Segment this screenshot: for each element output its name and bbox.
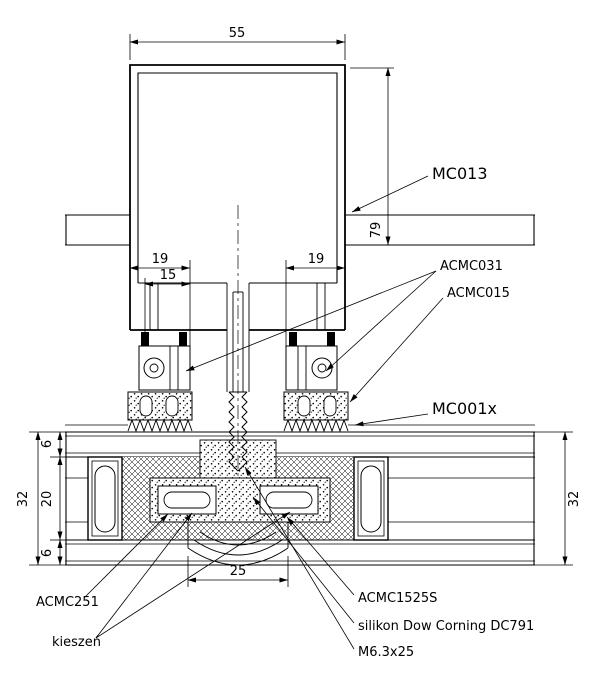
dimension-panel-right: 32 [535, 431, 582, 566]
dim-skin-top: 6 [40, 440, 55, 448]
pocket-right [259, 485, 319, 515]
label-acmc031: ACMC031 [440, 259, 503, 274]
dim-panel-thickness-left: 32 [16, 491, 31, 508]
panel-edge-profile-left [87, 456, 123, 541]
label-screw: M6.3x25 [358, 645, 414, 660]
leader-lines [83, 175, 444, 650]
label-acmc015: ACMC015 [447, 286, 510, 301]
dim-core: 20 [40, 491, 55, 508]
dimension-pocket-width: 25 [187, 556, 289, 587]
pocket-left [157, 485, 217, 515]
formed-sheet-arc [187, 547, 289, 566]
dim-profile-height: 79 [369, 222, 384, 239]
gasket-serration-left [127, 418, 193, 433]
dimension-panel-left: 32 6 20 6 [16, 431, 65, 566]
label-acmc1525s: ACMC1525S [358, 591, 437, 606]
dimension-top-width: 55 [129, 26, 346, 60]
dim-panel-thickness-right: 32 [567, 491, 582, 508]
dim-skin-bottom: 6 [40, 549, 55, 557]
panel-edge-profile-right [353, 456, 389, 541]
gasket-serration-right [283, 418, 349, 433]
label-mc001x: MC001x [432, 399, 497, 418]
dim-right-offset: 19 [308, 252, 325, 267]
mullion-profile [129, 64, 346, 392]
part-labels: MC013 ACMC031 ACMC015 MC001x ACMC251 kie… [36, 164, 534, 660]
thermal-blocks [127, 391, 349, 433]
dimension-offsets: 19 15 19 [129, 252, 345, 346]
label-kieszen: kieszeń [52, 635, 101, 650]
label-mc013: MC013 [432, 164, 488, 183]
label-acmc251: ACMC251 [36, 595, 99, 610]
label-silicone: silikon Dow Corning DC791 [358, 619, 534, 634]
dim-inner-offset: 15 [160, 268, 177, 283]
glazing-lines [65, 214, 535, 246]
dimension-profile-height: 79 [350, 67, 394, 245]
dim-pocket-width: 25 [230, 564, 247, 579]
dim-left-offset: 19 [152, 252, 169, 267]
dim-top-width: 55 [229, 26, 246, 41]
